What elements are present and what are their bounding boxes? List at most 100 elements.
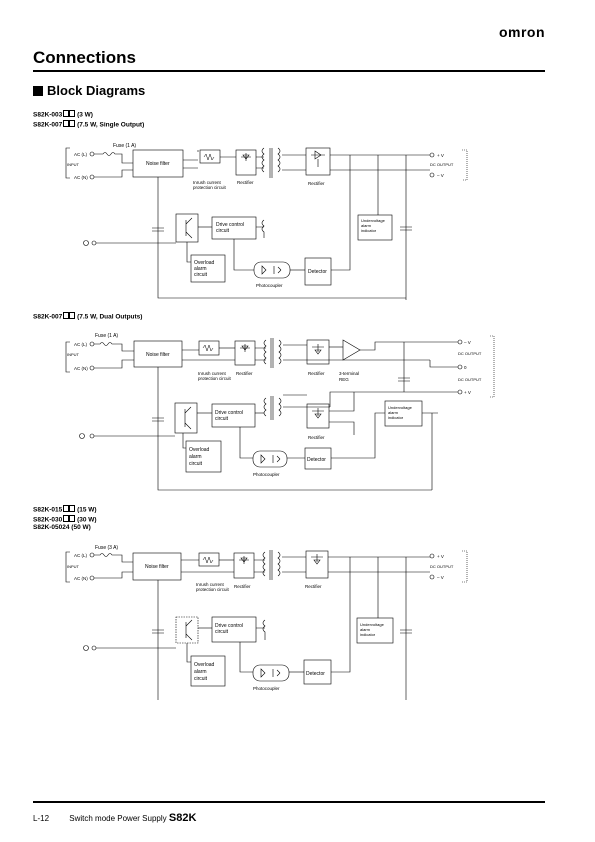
rectifier-out2-box xyxy=(306,403,330,429)
terminal-icon xyxy=(429,152,435,158)
input-label: INPUT xyxy=(67,352,80,357)
diagram1-model-label: S82K-003 (3 W) S82K-007 (7.5 W, Single O… xyxy=(33,110,144,129)
detector-label: Detector xyxy=(306,671,325,677)
zero-v-label: 0 xyxy=(464,365,467,370)
plus-v-label: + V xyxy=(437,554,444,559)
page-title: Connections xyxy=(33,48,136,67)
terminal-icon xyxy=(457,389,463,395)
minus-v-label: – V xyxy=(437,173,444,178)
undervoltage-label: Undervoltage xyxy=(388,405,413,410)
terminal-icon xyxy=(89,174,95,180)
rectifier-out-box xyxy=(305,550,329,579)
undervoltage-label: alarm xyxy=(388,410,399,415)
model-line: S82K-030 (30 W) xyxy=(33,514,97,523)
terminal-icon xyxy=(89,151,95,157)
inrush-label: Inrush current xyxy=(193,180,222,185)
rectifier-out-box xyxy=(306,339,330,365)
model-line: S82K-007 (7.5 W, Single Output) xyxy=(33,119,145,128)
product-name: S82K xyxy=(168,812,197,824)
square-bullet-icon xyxy=(33,86,43,96)
undervoltage-label: indicator xyxy=(388,415,404,420)
overload-label: Overload xyxy=(194,260,215,266)
rectifier-label: Rectifier xyxy=(236,371,253,376)
noise-filter-label: Noise filter xyxy=(146,161,170,167)
inrush-label: protection circuit xyxy=(198,376,232,381)
photocoupler-label: Photocoupler xyxy=(256,283,283,288)
rectifier-out-label: Rectifier xyxy=(308,181,325,186)
ac-n-label: AC (N) xyxy=(74,576,88,581)
transformer-icon xyxy=(261,147,281,178)
section-heading: Block Diagrams xyxy=(33,83,145,98)
overload-label: circuit xyxy=(194,272,208,278)
undervoltage-label: alarm xyxy=(361,223,372,228)
diagram3-block: Fuse (3 A) AC (L) INPUT AC (N) Noise fil… xyxy=(65,545,468,700)
fuse-label: Fuse (1 A) xyxy=(113,143,136,149)
inrush-label: protection circuit xyxy=(193,185,227,190)
rectifier-out-box xyxy=(305,147,331,176)
regulator-label: REG xyxy=(339,377,349,382)
drive-control-label: Drive control xyxy=(215,410,243,416)
page-number: L-12 xyxy=(33,814,50,823)
inrush-box xyxy=(198,340,220,356)
overload-label: Overload xyxy=(189,447,210,453)
plus-v-label: + V xyxy=(464,390,471,395)
ac-l-label: AC (L) xyxy=(74,553,88,558)
terminal-icon xyxy=(89,575,95,581)
input-bracket xyxy=(65,147,70,179)
overload-label: circuit xyxy=(189,461,203,467)
photocoupler-label: Photocoupler xyxy=(253,686,280,691)
terminal-icon xyxy=(429,553,435,559)
input-label: INPUT xyxy=(67,162,80,167)
noise-filter-label: Noise filter xyxy=(145,564,169,570)
ac-n-label: AC (N) xyxy=(74,175,88,180)
inrush-box xyxy=(198,552,220,567)
inrush-label: Inrush current xyxy=(196,582,225,587)
terminal-icon xyxy=(429,172,435,178)
rectifier-label: Rectifier xyxy=(237,180,254,185)
overload-box xyxy=(190,655,226,687)
drive-control-label: Drive control xyxy=(216,222,244,228)
fuse-label: Fuse (1 A) xyxy=(95,333,118,339)
minus-v-label: – V xyxy=(437,575,444,580)
footer-divider xyxy=(33,801,545,803)
input-label: INPUT xyxy=(67,564,80,569)
rectifier-box xyxy=(234,340,256,366)
overload-label: circuit xyxy=(194,676,208,682)
terminal-icon xyxy=(89,433,95,439)
detector-box xyxy=(304,257,332,286)
switch-transistor-box xyxy=(175,213,199,243)
photocoupler-box xyxy=(252,450,288,468)
undervoltage-label: alarm xyxy=(360,627,371,632)
terminal-icon xyxy=(457,339,463,345)
terminal-icon xyxy=(89,341,95,347)
title-divider xyxy=(33,70,545,72)
detector-label: Detector xyxy=(307,457,326,463)
terminal-icon xyxy=(89,552,95,558)
diagram1-block: Fuse (1 A) AC (L) INPUT AC (N) Noise fil… xyxy=(65,143,468,300)
page-footer: L-12 Switch mode Power Supply S82K xyxy=(33,812,196,824)
overload-label: alarm xyxy=(194,266,207,272)
dc-output-label: DC OUTPUT xyxy=(458,377,482,382)
terminal-icon xyxy=(91,645,97,651)
regulator-label: 3-terminal xyxy=(339,371,359,376)
rectifier-box xyxy=(233,552,255,579)
transformer-icon xyxy=(263,396,282,420)
inrush-label: protection circuit xyxy=(196,587,230,592)
undervoltage-box xyxy=(356,617,394,644)
rectifier-label: Rectifier xyxy=(234,584,251,589)
product-description: Switch mode Power Supply xyxy=(69,814,167,823)
alarm-terminal-icon xyxy=(83,240,89,246)
noise-filter-box xyxy=(132,552,182,581)
rectifier-out-label: Rectifier xyxy=(308,371,325,376)
omron-logo: omron xyxy=(498,24,545,40)
rectifier-box xyxy=(235,149,257,176)
dc-output-label: DC OUTPUT xyxy=(458,351,482,356)
transformer-icon xyxy=(263,338,282,368)
model-line: S82K-003 (3 W) xyxy=(33,110,93,119)
photocoupler-box xyxy=(253,261,291,279)
ac-l-label: AC (L) xyxy=(74,152,88,157)
overload-box xyxy=(185,440,222,473)
noise-filter-label: Noise filter xyxy=(146,352,170,358)
undervoltage-box xyxy=(357,214,393,241)
